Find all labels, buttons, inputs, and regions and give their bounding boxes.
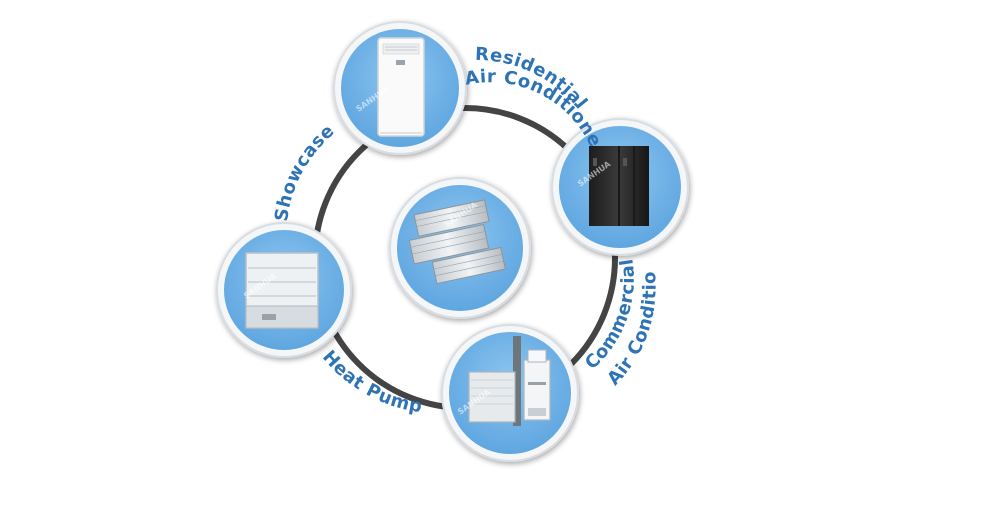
label-showcase: Showcase <box>271 120 339 223</box>
label-residential-2: Air Conditioner <box>0 0 606 151</box>
label-showcase-text: Showcase <box>271 120 338 223</box>
floor-standing-air-conditioner-icon <box>377 37 425 137</box>
showcase-node: SANHUA <box>216 222 352 358</box>
label-heat-pump-text: Heat Pump <box>318 346 423 417</box>
heat-pump-node: SANHUA <box>441 324 579 462</box>
center-heat-exchanger-node: SANHUA <box>389 177 531 319</box>
heat-pump-unit-icon <box>468 336 551 426</box>
label-heat-pump: Heat Pump <box>318 346 424 417</box>
label-residential-line2: Air Conditioner <box>0 0 605 151</box>
display-cabinet-icon <box>245 252 319 329</box>
heat-exchanger-icon <box>408 199 506 285</box>
commercial-ac-node: SANHUA <box>551 118 689 256</box>
precision-cabinet-air-conditioner-icon <box>589 146 649 226</box>
residential-ac-node: SANHUA <box>333 21 467 155</box>
